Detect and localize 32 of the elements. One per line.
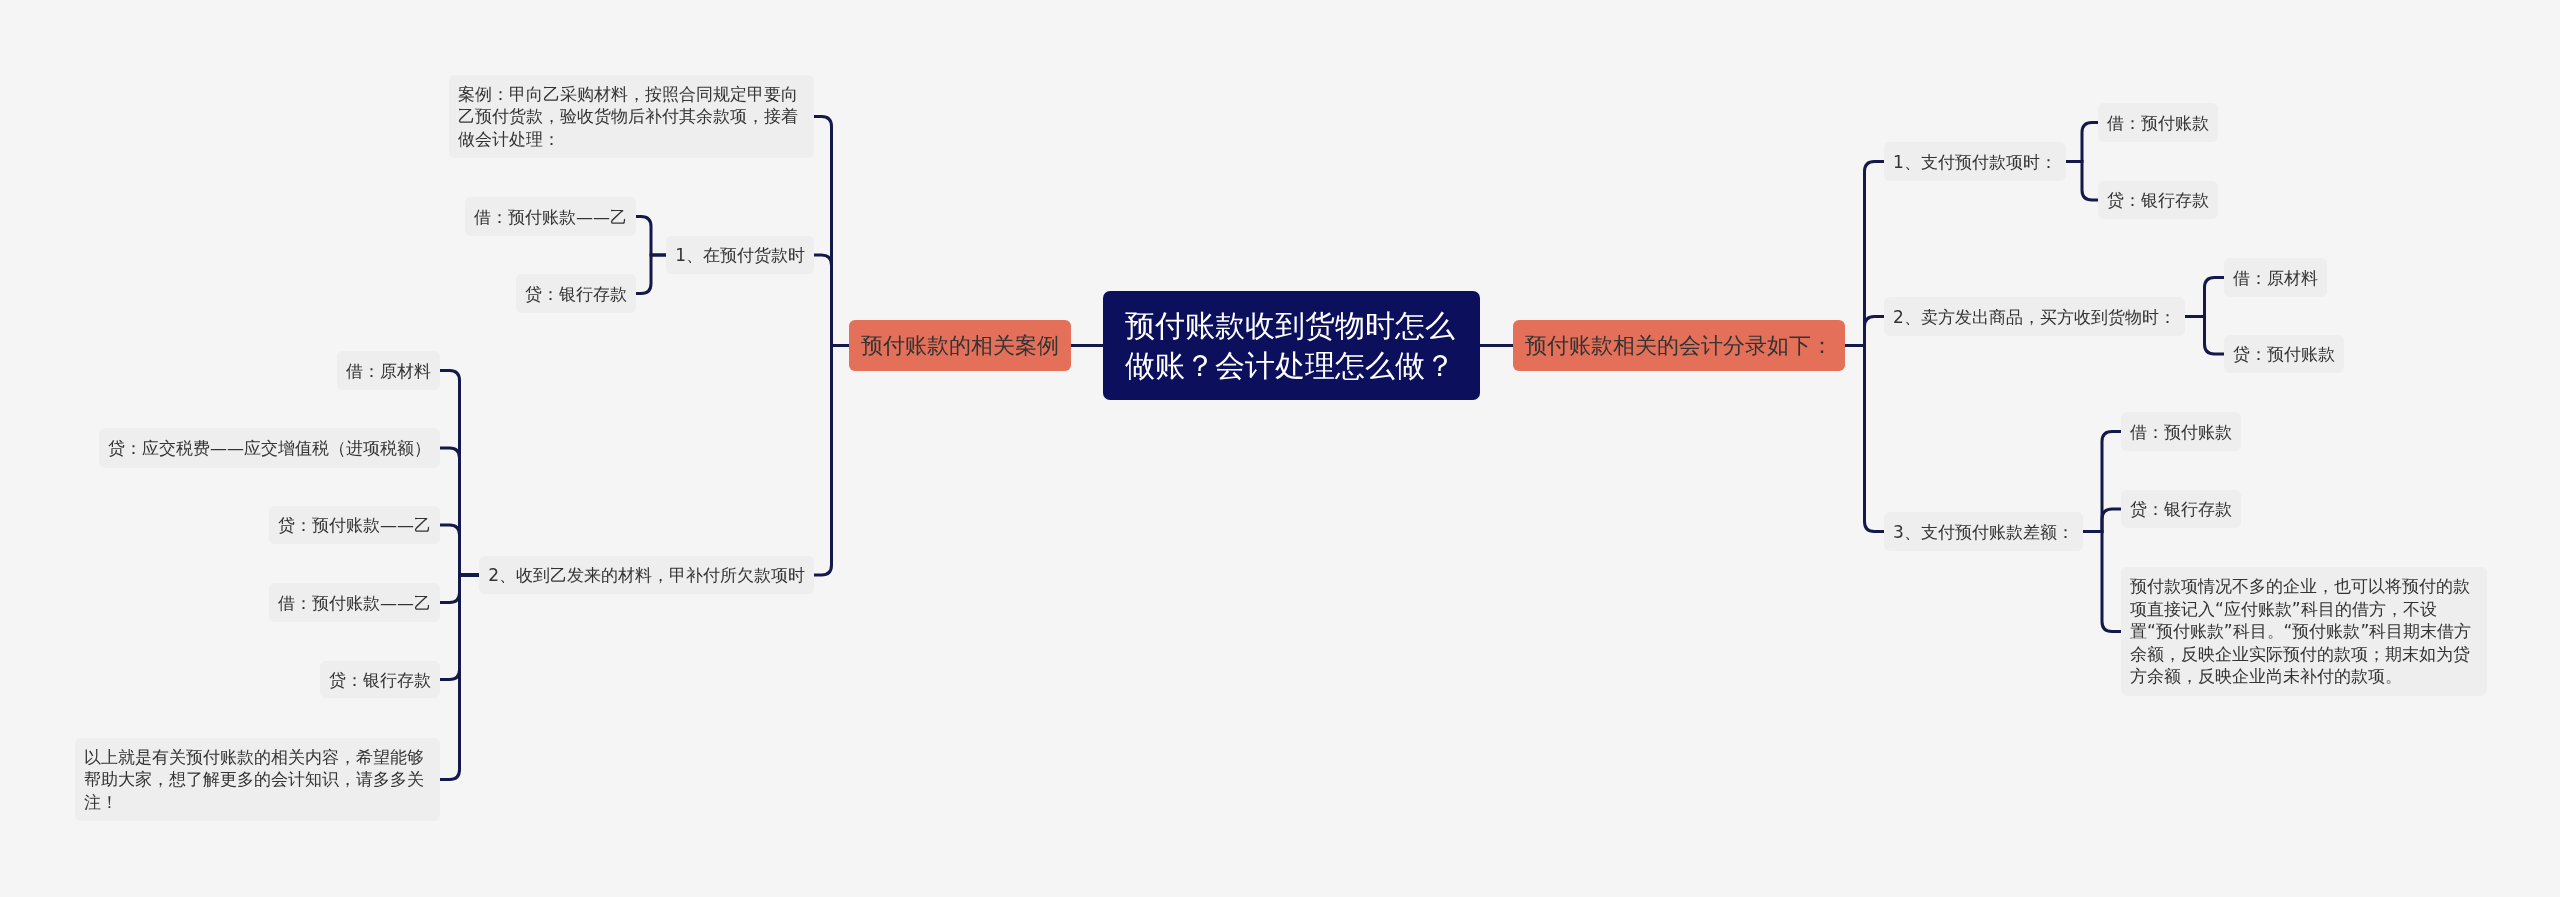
- branch-topic-box: 预付账款相关的会计分录如下：: [1513, 320, 1845, 371]
- connector-line: [2066, 160, 2098, 202]
- connector-line: [1480, 344, 1513, 347]
- connector-line: [1845, 344, 1884, 533]
- topic-box: 借：原材料: [2224, 258, 2327, 297]
- connector-line: [814, 344, 849, 577]
- topic-box: 2、收到乙发来的材料，甲补付所欠款项时: [479, 556, 814, 594]
- topic-box: 借：预付账款: [2098, 103, 2218, 142]
- topic-box: 贷：银行存款: [320, 661, 440, 698]
- topic-box: 借：预付账款: [2121, 412, 2241, 451]
- topic-box: 贷：预付账款: [2224, 335, 2344, 373]
- topic-box: 借：预付账款——乙: [465, 197, 636, 236]
- connector-line: [1071, 344, 1103, 347]
- topic-box: 借：预付账款——乙: [269, 583, 440, 622]
- topic-box: 贷：应交税费——应交增值税（进项税额）: [99, 428, 440, 468]
- topic-box: 贷：银行存款: [2098, 181, 2218, 219]
- connector-line: [440, 573, 479, 781]
- note-box: 以上就是有关预付账款的相关内容，希望能够帮助大家，想了解更多的会计知识，请多多关注！: [75, 738, 440, 822]
- topic-box: 贷：预付账款——乙: [269, 506, 440, 544]
- topic-box: 3、支付预付账款差额：: [1884, 512, 2083, 551]
- note-box: 案例：甲向乙采购材料，按照合同规定甲要向乙预付货款，验收货物后补付其余款项，接着做会计处理：: [449, 75, 814, 159]
- topic-box: 贷：银行存款: [516, 274, 636, 313]
- note-box: 预付款项情况不多的企业，也可以将预付的款项直接记入“应付账款”科目的借方，不设置“预付账款”科目。“预付账款”科目期末借方余额，反映企业实际预付的款项；期末如为贷方余额，反映企业尚未补付的款项。: [2121, 567, 2487, 696]
- topic-box: 2、卖方发出商品，买方收到货物时：: [1884, 297, 2185, 336]
- topic-box: 借：原材料: [337, 351, 440, 390]
- topic-box: 1、支付预付款项时：: [1884, 142, 2066, 181]
- topic-box: 贷：银行存款: [2121, 490, 2241, 528]
- connector-line: [2083, 530, 2121, 633]
- connector-line: [636, 253, 666, 295]
- topic-box: 1、在预付货款时: [666, 236, 814, 274]
- central-topic-box: 预付账款收到货物时怎么做账？会计处理怎么做？: [1103, 291, 1480, 400]
- branch-topic-box: 预付账款的相关案例: [849, 320, 1071, 371]
